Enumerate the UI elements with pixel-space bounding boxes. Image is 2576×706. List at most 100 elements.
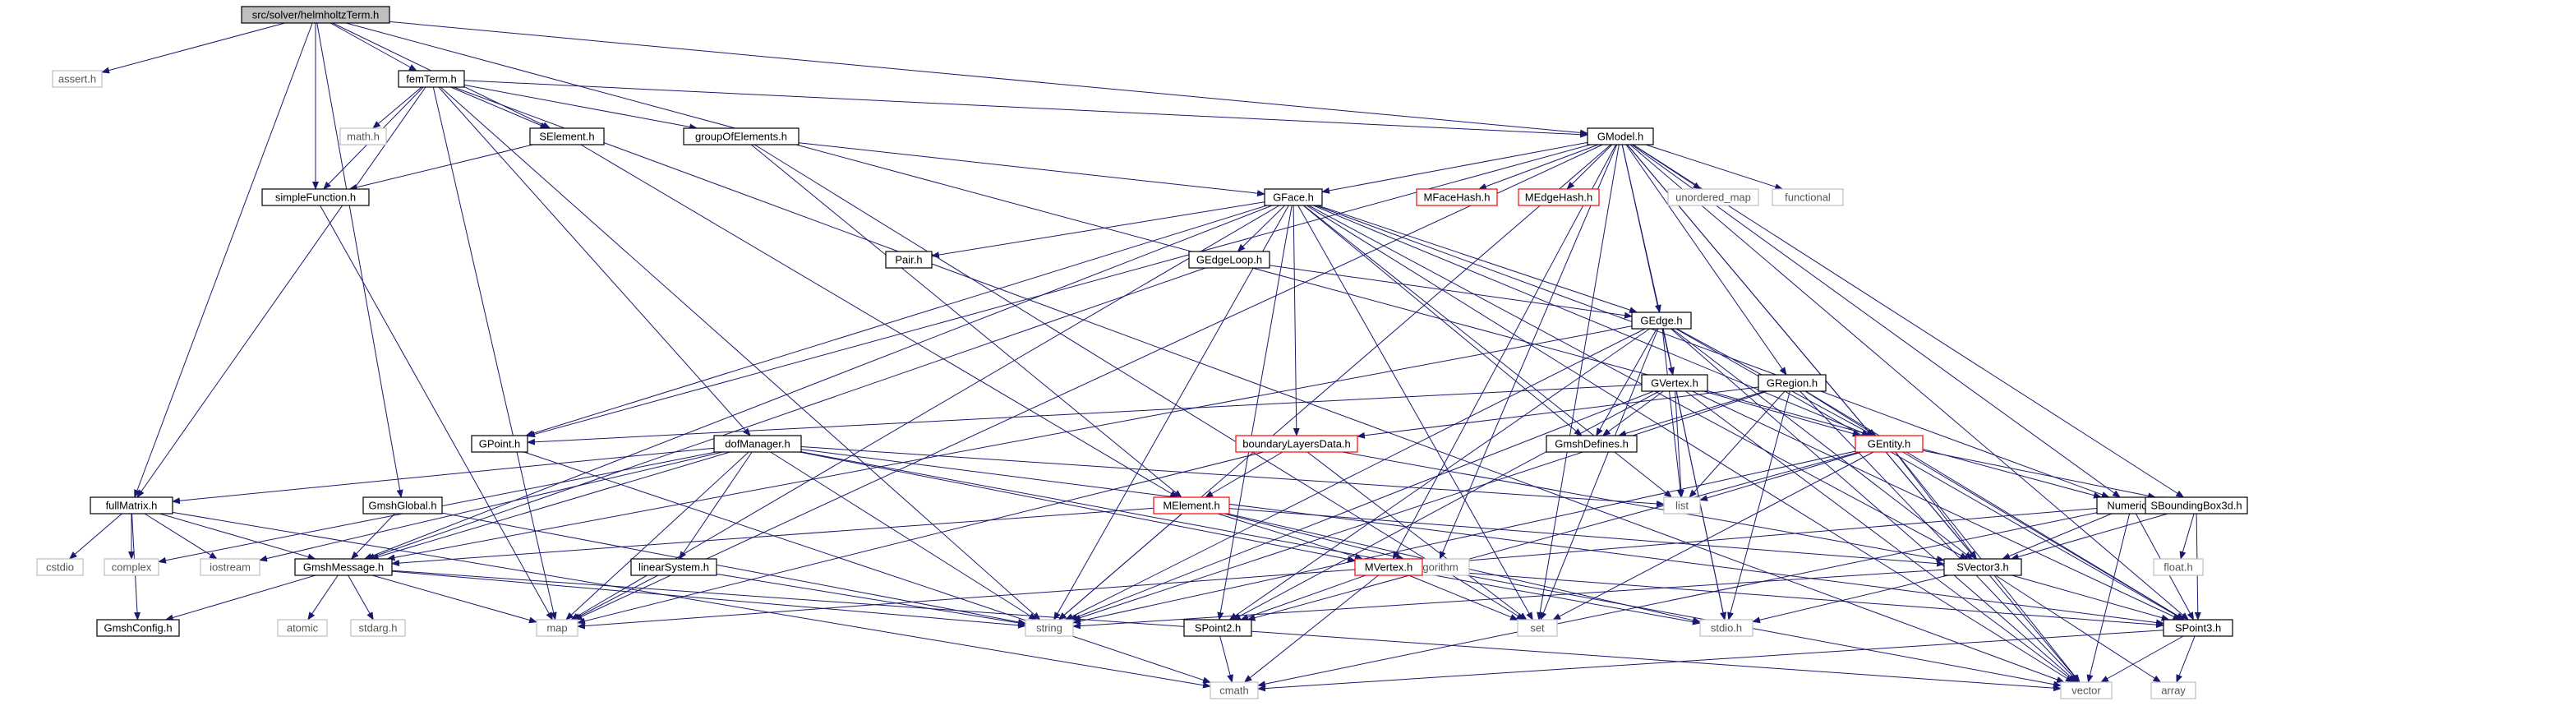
- node-box-atomic[interactable]: [277, 619, 328, 637]
- node-GPoint[interactable]: GPoint.h: [471, 435, 528, 453]
- node-box-GPoint[interactable]: [471, 435, 528, 453]
- node-Pair[interactable]: Pair.h: [885, 251, 933, 269]
- node-box-MVertex[interactable]: [1354, 558, 1423, 576]
- node-box-GmshMessage[interactable]: [294, 558, 393, 576]
- node-GVertex[interactable]: GVertex.h: [1641, 374, 1708, 392]
- node-box-fullMatrix[interactable]: [90, 496, 173, 515]
- node-groupOfElements[interactable]: groupOfElements.h: [683, 127, 800, 145]
- node-box-boundaryLayersData[interactable]: [1235, 435, 1358, 453]
- node-box-MElement[interactable]: [1153, 496, 1230, 515]
- node-GmshGlobal[interactable]: GmshGlobal.h: [362, 496, 443, 515]
- node-box-functional[interactable]: [1772, 188, 1844, 206]
- edge-SBoundingBox3d-to-float: [2179, 513, 2195, 560]
- node-SVector3[interactable]: SVector3.h: [1943, 558, 2022, 576]
- node-complex[interactable]: complex: [104, 558, 159, 576]
- node-box-GmshGlobal[interactable]: [362, 496, 443, 515]
- node-GmshMessage[interactable]: GmshMessage.h: [294, 558, 393, 576]
- node-box-GEdge[interactable]: [1631, 311, 1692, 330]
- node-box-stdarg[interactable]: [350, 619, 406, 637]
- node-fullMatrix[interactable]: fullMatrix.h: [90, 496, 173, 515]
- node-vector[interactable]: vector: [2060, 681, 2113, 699]
- node-box-map[interactable]: [536, 619, 578, 637]
- node-box-string[interactable]: [1025, 619, 1074, 637]
- node-box-unordered_map[interactable]: [1667, 188, 1759, 206]
- node-stdio[interactable]: stdio.h: [1699, 619, 1753, 637]
- node-box-SVector3[interactable]: [1943, 558, 2022, 576]
- node-list[interactable]: list: [1663, 496, 1701, 515]
- node-set[interactable]: set: [1517, 619, 1558, 637]
- node-box-GVertex[interactable]: [1641, 374, 1708, 392]
- node-box-cstdio[interactable]: [36, 558, 84, 576]
- node-SPoint3[interactable]: SPoint3.h: [2163, 619, 2233, 637]
- node-box-GmshDefines[interactable]: [1546, 435, 1638, 453]
- node-box-SBoundingBox3d[interactable]: [2145, 496, 2248, 515]
- node-SPoint2[interactable]: SPoint2.h: [1183, 619, 1252, 637]
- node-atomic[interactable]: atomic: [277, 619, 328, 637]
- node-box-array[interactable]: [2150, 681, 2196, 699]
- node-box-SPoint2[interactable]: [1183, 619, 1252, 637]
- node-box-root[interactable]: [241, 6, 390, 24]
- node-GmshConfig[interactable]: GmshConfig.h: [96, 619, 180, 637]
- node-math[interactable]: math.h: [339, 127, 387, 145]
- node-box-assert[interactable]: [52, 70, 103, 88]
- node-box-simpleFunction[interactable]: [261, 188, 370, 206]
- node-GEntity[interactable]: GEntity.h: [1855, 435, 1924, 453]
- node-box-cmath[interactable]: [1210, 681, 1259, 699]
- node-box-set[interactable]: [1517, 619, 1558, 637]
- node-simpleFunction[interactable]: simpleFunction.h: [261, 188, 370, 206]
- node-box-Pair[interactable]: [885, 251, 933, 269]
- node-GFace[interactable]: GFace.h: [1264, 188, 1323, 206]
- node-box-dofManager[interactable]: [713, 435, 802, 453]
- node-box-stdio[interactable]: [1699, 619, 1753, 637]
- node-box-complex[interactable]: [104, 558, 159, 576]
- node-SElement[interactable]: SElement.h: [529, 127, 605, 145]
- node-box-vector[interactable]: [2060, 681, 2113, 699]
- node-box-MEdgeHash[interactable]: [1518, 188, 1600, 206]
- node-GEdgeLoop[interactable]: GEdgeLoop.h: [1188, 251, 1270, 269]
- node-box-float[interactable]: [2153, 558, 2204, 576]
- node-root[interactable]: src/solver/helmholtzTerm.h: [241, 6, 390, 24]
- edge-GEdgeLoop-to-GmshMessage: [366, 267, 1206, 560]
- node-SBoundingBox3d[interactable]: SBoundingBox3d.h: [2145, 496, 2248, 515]
- node-unordered_map[interactable]: unordered_map: [1667, 188, 1759, 206]
- node-box-groupOfElements[interactable]: [683, 127, 800, 145]
- node-GEdge[interactable]: GEdge.h: [1631, 311, 1692, 330]
- node-cmath[interactable]: cmath: [1210, 681, 1259, 699]
- node-functional[interactable]: functional: [1772, 188, 1844, 206]
- node-map[interactable]: map: [536, 619, 578, 637]
- node-label-math: math.h: [347, 131, 380, 143]
- node-GmshDefines[interactable]: GmshDefines.h: [1546, 435, 1638, 453]
- node-linearSystem[interactable]: linearSystem.h: [630, 558, 717, 576]
- node-array[interactable]: array: [2150, 681, 2196, 699]
- node-iostream[interactable]: iostream: [200, 558, 260, 576]
- node-GModel[interactable]: GModel.h: [1587, 127, 1654, 145]
- node-boundaryLayersData[interactable]: boundaryLayersData.h: [1235, 435, 1358, 453]
- node-box-femTerm[interactable]: [398, 70, 465, 88]
- node-box-list[interactable]: [1663, 496, 1701, 515]
- node-box-GEntity[interactable]: [1855, 435, 1924, 453]
- node-box-GRegion[interactable]: [1758, 374, 1827, 392]
- node-MElement[interactable]: MElement.h: [1153, 496, 1230, 515]
- node-cstdio[interactable]: cstdio: [36, 558, 84, 576]
- node-box-iostream[interactable]: [200, 558, 260, 576]
- node-dofManager[interactable]: dofManager.h: [713, 435, 802, 453]
- node-box-math[interactable]: [339, 127, 387, 145]
- node-string[interactable]: string: [1025, 619, 1074, 637]
- node-box-SPoint3[interactable]: [2163, 619, 2233, 637]
- node-stdarg[interactable]: stdarg.h: [350, 619, 406, 637]
- edge-GEdge-to-set: [1540, 328, 1659, 621]
- node-box-SElement[interactable]: [529, 127, 605, 145]
- node-box-GFace[interactable]: [1264, 188, 1323, 206]
- node-float[interactable]: float.h: [2153, 558, 2204, 576]
- node-MVertex[interactable]: MVertex.h: [1354, 558, 1423, 576]
- node-box-GEdgeLoop[interactable]: [1188, 251, 1270, 269]
- node-assert[interactable]: assert.h: [52, 70, 103, 88]
- node-GRegion[interactable]: GRegion.h: [1758, 374, 1827, 392]
- node-MEdgeHash[interactable]: MEdgeHash.h: [1518, 188, 1600, 206]
- node-box-linearSystem[interactable]: [630, 558, 717, 576]
- node-MFaceHash[interactable]: MFaceHash.h: [1416, 188, 1498, 206]
- node-femTerm[interactable]: femTerm.h: [398, 70, 465, 88]
- node-box-MFaceHash[interactable]: [1416, 188, 1498, 206]
- node-box-GModel[interactable]: [1587, 127, 1654, 145]
- node-box-GmshConfig[interactable]: [96, 619, 180, 637]
